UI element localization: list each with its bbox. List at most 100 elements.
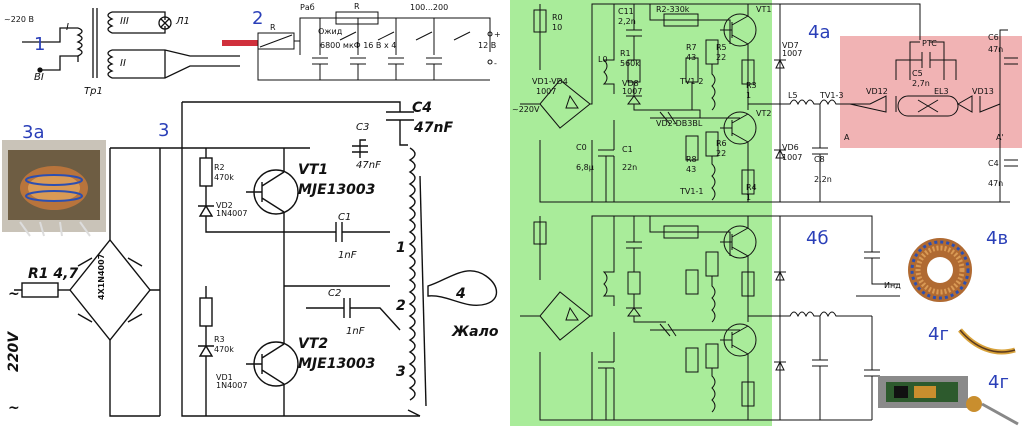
label-ptc: PTC bbox=[922, 39, 937, 48]
label-tip-number: 4 bbox=[455, 286, 466, 302]
label-ac-2: ~ bbox=[8, 400, 20, 416]
label-vd13: VD13 bbox=[972, 87, 994, 96]
toroid-photo bbox=[908, 238, 972, 302]
label-panel-3: 3 bbox=[158, 120, 169, 141]
label-winding-1: 1 bbox=[396, 240, 406, 256]
label-r5-value: 22 bbox=[716, 53, 726, 62]
label-ind: Инд bbox=[884, 281, 901, 290]
label-mode-wait: Ожид bbox=[318, 27, 343, 36]
label-r3-4a-value: 1 bbox=[746, 91, 751, 100]
label-vd7-value: 1007 bbox=[782, 49, 802, 58]
label-vd1-vd4: VD1-VD4 bbox=[532, 77, 568, 86]
label-vd8: VD8 bbox=[622, 79, 639, 88]
label-vd6-value: 1007 bbox=[782, 153, 802, 162]
label-ac-4a: ~220V bbox=[512, 105, 540, 114]
label-r8: R8 bbox=[686, 155, 697, 164]
label-c2: C2 bbox=[328, 288, 341, 299]
label-ac-1: ~ bbox=[8, 286, 20, 302]
label-vd12: VD12 bbox=[866, 87, 888, 96]
label-vt1-4a: VT1 bbox=[756, 5, 771, 14]
label-tv1-3: TV1-3 bbox=[819, 91, 843, 100]
label-c8-value: 2,2n bbox=[814, 175, 832, 184]
label-panel-4v: 4в bbox=[986, 228, 1008, 249]
diagram-4a-labels: R0 10 C11 2,2n R2-330k VT1 VT2 L0 R1 560… bbox=[512, 5, 1004, 202]
label-r2-2: R bbox=[354, 2, 360, 11]
label-c0-value: 6,8μ bbox=[576, 163, 594, 172]
label-winding-ii: II bbox=[120, 58, 126, 69]
label-winding-2: 2 bbox=[396, 298, 406, 314]
label-c1: C1 bbox=[338, 212, 351, 223]
label-vd7: VD7 bbox=[782, 41, 799, 50]
label-c11: C11 bbox=[618, 7, 634, 16]
transformer-photo bbox=[2, 140, 106, 237]
label-switch: ВI bbox=[34, 72, 44, 83]
label-c3-value: 47nF bbox=[356, 160, 381, 171]
label-c0: C0 bbox=[576, 143, 587, 152]
label-panel-4a: 4а bbox=[808, 22, 830, 43]
label-vd1-model: 1N4007 bbox=[216, 381, 247, 390]
diagram-1 bbox=[22, 8, 240, 79]
label-c4-value: 47nF bbox=[413, 120, 453, 136]
label-panel-4b: 4б bbox=[806, 228, 829, 249]
green-board-4a bbox=[510, 0, 772, 212]
green-board-4b bbox=[510, 212, 772, 426]
label-mains-1: ~220 В bbox=[4, 15, 34, 24]
label-c1-4a-value: 22n bbox=[622, 163, 637, 172]
label-vd1: VD1 bbox=[216, 373, 233, 382]
label-r7-value: 43 bbox=[686, 53, 696, 62]
label-vd1-vd4-value: 1007 bbox=[536, 87, 556, 96]
label-r3-3-value: 470k bbox=[214, 345, 234, 354]
label-r1-4a: R1 bbox=[620, 49, 631, 58]
label-vt1: VT1 bbox=[298, 162, 328, 178]
label-c5-value: 2,7n bbox=[912, 79, 930, 88]
label-r2-3: R2 bbox=[214, 163, 225, 172]
label-l0: L0 bbox=[598, 55, 608, 64]
label-panel-4g-2: 4г bbox=[988, 372, 1009, 393]
label-r4-4a: R4 bbox=[746, 183, 757, 192]
label-c8: C8 bbox=[814, 155, 825, 164]
label-r4-4a-value: 1 bbox=[746, 193, 751, 202]
label-r7: R7 bbox=[686, 43, 697, 52]
label-vt2: VT2 bbox=[298, 336, 328, 352]
label-c4-4a: C4 bbox=[988, 159, 999, 168]
label-winding-i: I bbox=[66, 22, 69, 33]
label-tip: Жало bbox=[451, 324, 499, 340]
label-panel-4g-1: 4г bbox=[928, 324, 949, 345]
label-tv1-1: TV1-1 bbox=[679, 187, 703, 196]
label-cap-bank: 6800 мкФ 16 В x 4 bbox=[320, 41, 396, 50]
label-node-a-prime: A' bbox=[996, 133, 1004, 142]
diagram-2 bbox=[222, 11, 493, 81]
label-r1-3: R1 4,7 bbox=[28, 266, 78, 282]
label-transformer: Тр1 bbox=[84, 86, 103, 97]
label-vd2-model: 1N4007 bbox=[216, 209, 247, 218]
label-r3-3: R3 bbox=[214, 335, 225, 344]
label-c1-4a: C1 bbox=[622, 145, 633, 154]
label-vt2-model: MJE13003 bbox=[298, 356, 375, 372]
label-r8-value: 43 bbox=[686, 165, 696, 174]
diagram-4a bbox=[520, 3, 1018, 203]
label-r5: R5 bbox=[716, 43, 727, 52]
label-r2-4a: R2-330k bbox=[656, 5, 690, 14]
label-r3-4a: R3 bbox=[746, 81, 757, 90]
label-vt1-model: MJE13003 bbox=[298, 182, 375, 198]
label-c1-value: 1nF bbox=[338, 250, 357, 261]
label-c6: C6 bbox=[988, 33, 999, 42]
label-r-2: R bbox=[270, 23, 276, 32]
label-bridge: 4X1N4007 bbox=[97, 254, 106, 300]
pink-region bbox=[840, 36, 1022, 148]
label-c6-value: 47n bbox=[988, 45, 1003, 54]
label-panel-3a: 3a bbox=[22, 122, 44, 143]
label-r6: R6 bbox=[716, 139, 727, 148]
label-voltage: 12 В bbox=[478, 41, 496, 50]
label-range: 100...200 bbox=[410, 3, 448, 12]
label-vt2-4a: VT2 bbox=[756, 109, 771, 118]
label-c4-4a-value: 47n bbox=[988, 179, 1003, 188]
label-c4: C4 bbox=[412, 100, 432, 116]
label-lamp: Л1 bbox=[175, 16, 190, 27]
label-r0-value: 10 bbox=[552, 23, 562, 32]
label-mode-work: Раб bbox=[300, 3, 315, 12]
label-plus: + bbox=[494, 30, 501, 39]
diagram-3 bbox=[14, 101, 498, 417]
label-vd2: VD2 bbox=[216, 201, 233, 210]
